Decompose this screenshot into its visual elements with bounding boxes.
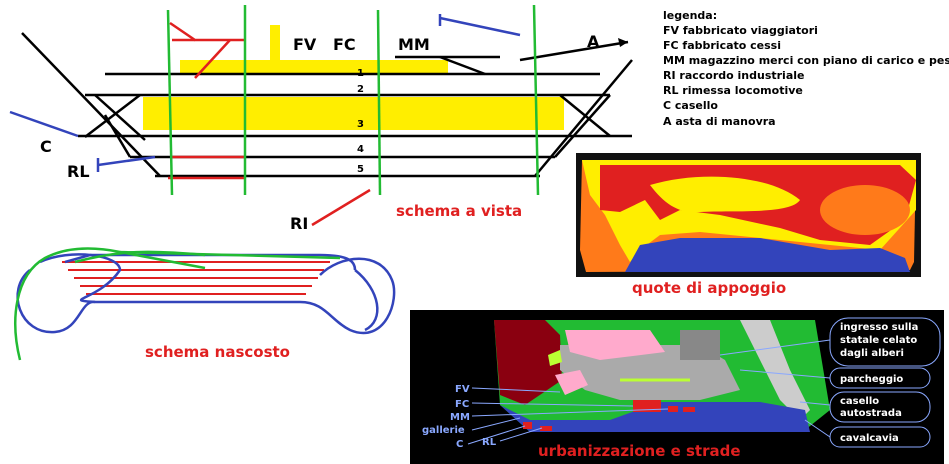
ingresso-line-2: statale celato bbox=[840, 335, 917, 346]
caption-quote-di-appoggio: quote di appoggio bbox=[632, 279, 786, 297]
fv-building bbox=[270, 25, 280, 65]
legend-item: C casello bbox=[663, 99, 718, 112]
legend-item: FC fabbricato cessi bbox=[663, 39, 781, 52]
legend-item: RI raccordo industriale bbox=[663, 69, 805, 82]
caption-schema-nascosto: schema nascosto bbox=[145, 343, 290, 361]
legend-title: legenda: bbox=[663, 9, 717, 22]
urban-label-fc: FC bbox=[455, 399, 469, 410]
urban-label-gallerie: gallerie bbox=[422, 425, 465, 436]
heights-map: quote di appoggio bbox=[576, 153, 921, 297]
legend: legenda: FV fabbricato viaggiatori FC fa… bbox=[663, 9, 949, 128]
urban-label-rl: RL bbox=[482, 437, 497, 448]
platform-upper bbox=[180, 60, 448, 74]
legend-item: FV fabbricato viaggiatori bbox=[663, 24, 818, 37]
ingresso-line-3: dagli alberi bbox=[840, 348, 904, 359]
platform-main bbox=[143, 97, 564, 130]
label-rl: RL bbox=[67, 162, 90, 181]
label-mm: MM bbox=[398, 35, 430, 54]
urban-label-parcheggio: parcheggio bbox=[840, 374, 903, 385]
hidden-schema: schema nascosto bbox=[14, 247, 396, 361]
caption-schema-a-vista: schema a vista bbox=[396, 202, 522, 220]
track-number-1: 1 bbox=[357, 68, 364, 79]
blue-connections bbox=[9, 14, 521, 172]
track-number-5: 5 bbox=[357, 164, 364, 175]
track-number-3: 3 bbox=[357, 119, 364, 130]
urban-label-ingresso: ingresso sulla statale celato dagli albe… bbox=[840, 322, 922, 359]
red-sidings bbox=[168, 21, 371, 227]
label-ri: RI bbox=[290, 214, 308, 233]
legend-item: RL rimessa locomotive bbox=[663, 84, 803, 97]
label-c: C bbox=[40, 137, 52, 156]
track-number-4: 4 bbox=[357, 144, 364, 155]
urban-label-c: C bbox=[456, 439, 463, 450]
legend-item: A asta di manovra bbox=[663, 115, 776, 128]
urban-label-fv: FV bbox=[455, 384, 470, 395]
label-fc: FC bbox=[333, 35, 356, 54]
caption-urbanizzazione: urbanizzazione e strade bbox=[538, 442, 741, 460]
legend-item: MM magazzino merci con piano di carico e… bbox=[663, 54, 949, 67]
label-fv: FV bbox=[293, 35, 317, 54]
urban-label-casello: casello autostrada bbox=[840, 396, 902, 419]
ingresso-line-1: ingresso sulla bbox=[840, 322, 918, 333]
arrow-a bbox=[618, 38, 628, 47]
urban-label-cavalcavia: cavalcavia bbox=[840, 433, 899, 444]
urban-map: FV FC MM gallerie C RL ingresso sulla st… bbox=[410, 310, 944, 464]
station-schema: FV FC MM A C RL RI 1 2 3 4 5 schema a vi… bbox=[9, 4, 633, 233]
urban-label-mm: MM bbox=[450, 412, 470, 423]
label-a: A bbox=[587, 32, 600, 51]
track-number-2: 2 bbox=[357, 84, 364, 95]
section-dividers bbox=[166, 4, 540, 196]
